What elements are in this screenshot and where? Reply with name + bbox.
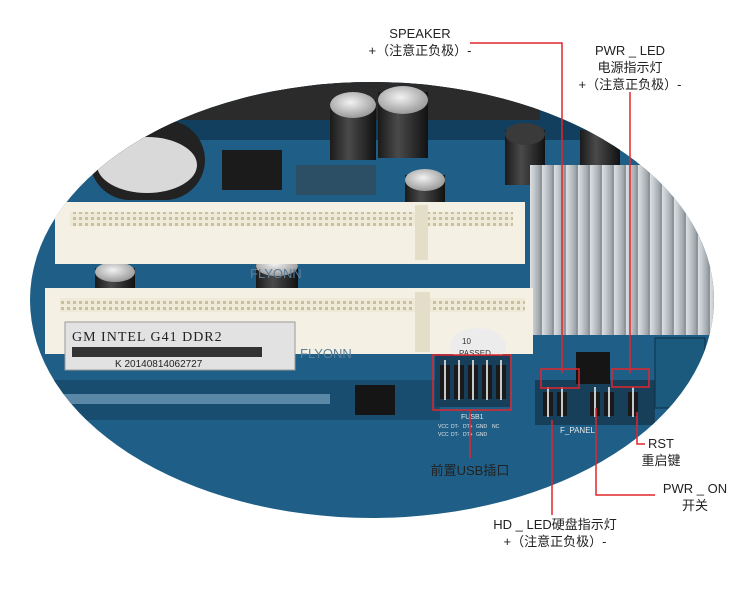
pwr-led-subtitle: 电源指示灯: [597, 60, 663, 75]
panel-right-box: [611, 368, 650, 388]
rst-title: RST: [648, 436, 674, 451]
hd-led-title: HD _ LED硬盘指示灯: [493, 517, 617, 532]
svg-text:10: 10: [462, 337, 471, 346]
pci-slot-1: [55, 202, 525, 264]
board-model-text: GM INTEL G41 DDR2: [72, 330, 223, 345]
pwr-on-subtitle: 开关: [681, 498, 708, 513]
speaker-callout: SPEAKER +（注意正负极）-: [350, 25, 490, 59]
sata-port: [654, 337, 706, 409]
svg-text:NC: NC: [492, 424, 500, 430]
svg-text:DT-: DT-: [451, 432, 459, 438]
speaker-note: +（注意正负极）-: [368, 43, 472, 58]
board-label-sticker: GM INTEL G41 DDR2 K 20140814062727: [64, 321, 296, 371]
pwr-led-callout: PWR _ LED 电源指示灯 +（注意正负极）-: [555, 42, 705, 93]
pwr-led-title: PWR _ LED: [594, 43, 666, 58]
svg-text:DT-: DT-: [451, 424, 459, 430]
callout-lines: [432, 42, 655, 515]
usb-title: 前置USB插口: [430, 463, 510, 478]
svg-text:VCC: VCC: [438, 432, 449, 438]
usb-callout: 前置USB插口: [420, 462, 520, 479]
board-serial-text: K 20140814062727: [115, 359, 203, 370]
watermark-2: FLYONN: [300, 346, 352, 361]
speaker-title: SPEAKER: [389, 26, 451, 41]
rst-leader: [636, 412, 645, 445]
watermark-1: FLYONN: [250, 266, 302, 281]
usb-header: FUSB1 VCC DT- DT+ GND NC VCC DT- DT+ GND: [435, 355, 510, 438]
rst-subtitle: 重启键: [641, 453, 681, 468]
hd-led-callout: HD _ LED硬盘指示灯 +（注意正负极）-: [475, 516, 635, 550]
svg-text:DT+: DT+: [463, 424, 473, 430]
silk-f-panel: F_PANEL: [560, 426, 596, 435]
pwr-led-note: +（注意正负极）-: [578, 77, 682, 92]
usb-highlight-box: [432, 354, 512, 411]
hd-led-note: +（注意正负极）-: [503, 534, 607, 549]
svg-text:DT+: DT+: [463, 432, 473, 438]
panel-left-box: [540, 368, 580, 389]
svg-text:PASSED: PASSED: [459, 349, 491, 358]
pwr-on-callout: PWR _ ON 开关: [655, 480, 735, 514]
pwr-on-title: PWR _ ON: [662, 481, 728, 496]
speaker-leader: [470, 42, 563, 373]
bios-chip: [355, 385, 395, 415]
jumper: [576, 352, 610, 384]
svg-text:GND: GND: [476, 424, 488, 430]
pwr-on-leader: [595, 408, 655, 496]
rst-callout: RST 重启键: [636, 435, 686, 469]
front-panel-header: F_PANEL: [535, 352, 655, 435]
silk-fusb1: FUSB1: [461, 414, 484, 421]
svg-text:GND: GND: [476, 432, 488, 438]
svg-text:VCC: VCC: [438, 424, 449, 430]
chip: [222, 150, 282, 190]
